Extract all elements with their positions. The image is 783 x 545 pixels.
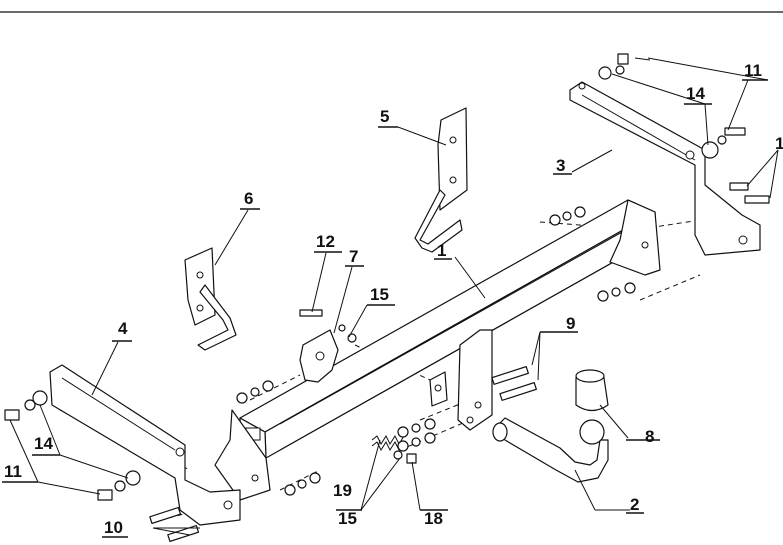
callout-11-right: 11: [744, 61, 762, 80]
fasteners: [4, 53, 770, 543]
leader-lines: [9, 57, 779, 536]
callout-4: 4: [118, 319, 128, 338]
callout-18: 18: [424, 509, 443, 528]
callout-7: 7: [349, 247, 358, 266]
bracket-part-7: [299, 329, 339, 383]
callout-14-left: 14: [34, 434, 53, 453]
ball-cap-part-8: [575, 369, 609, 412]
side-bracket-part-4: [49, 364, 241, 526]
callout-19: 19: [333, 481, 352, 500]
ball-neck-part-2: [492, 417, 609, 483]
callout-11-edge: 1: [775, 134, 783, 153]
callout-1: 1: [437, 241, 446, 260]
callout-5: 5: [380, 107, 389, 126]
crossbar-part-1: [214, 199, 661, 501]
bracket-part-5: [414, 107, 468, 253]
callout-15-top: 15: [370, 285, 389, 304]
side-bracket-part-3: [569, 81, 761, 256]
callout-3: 3: [556, 156, 565, 175]
callout-6: 6: [244, 189, 253, 208]
callout-15-bottom: 15: [338, 509, 357, 528]
callout-9: 9: [566, 314, 575, 333]
bracket-part-6: [184, 247, 237, 351]
callout-labels: 1 2 3 4 5 6 7 8 9 10 11 1 11 12 14 14 15: [2, 61, 783, 538]
callout-8: 8: [645, 427, 654, 446]
callout-2: 2: [630, 495, 639, 514]
callout-10: 10: [104, 518, 123, 537]
callout-12: 12: [316, 232, 335, 251]
callout-11-left: 11: [4, 462, 22, 481]
callout-14-right: 14: [686, 84, 705, 103]
